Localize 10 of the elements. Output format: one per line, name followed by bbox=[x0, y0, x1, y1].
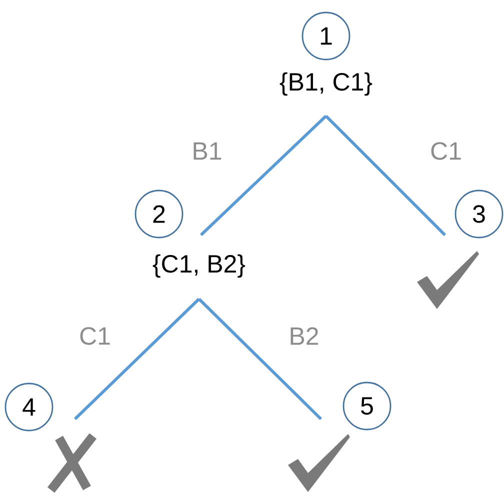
edge-label: C1 bbox=[80, 327, 110, 345]
edge-label: B1 bbox=[194, 142, 222, 160]
branch-line bbox=[198, 298, 322, 420]
set-label: {B1, C1} bbox=[280, 72, 372, 96]
branch-line bbox=[74, 298, 200, 420]
branch-line bbox=[324, 114, 446, 236]
edge-label: C1 bbox=[431, 142, 461, 160]
set-label: {C1, B2} bbox=[152, 254, 246, 278]
branch-line bbox=[200, 114, 328, 236]
edge-label: B2 bbox=[290, 327, 318, 345]
